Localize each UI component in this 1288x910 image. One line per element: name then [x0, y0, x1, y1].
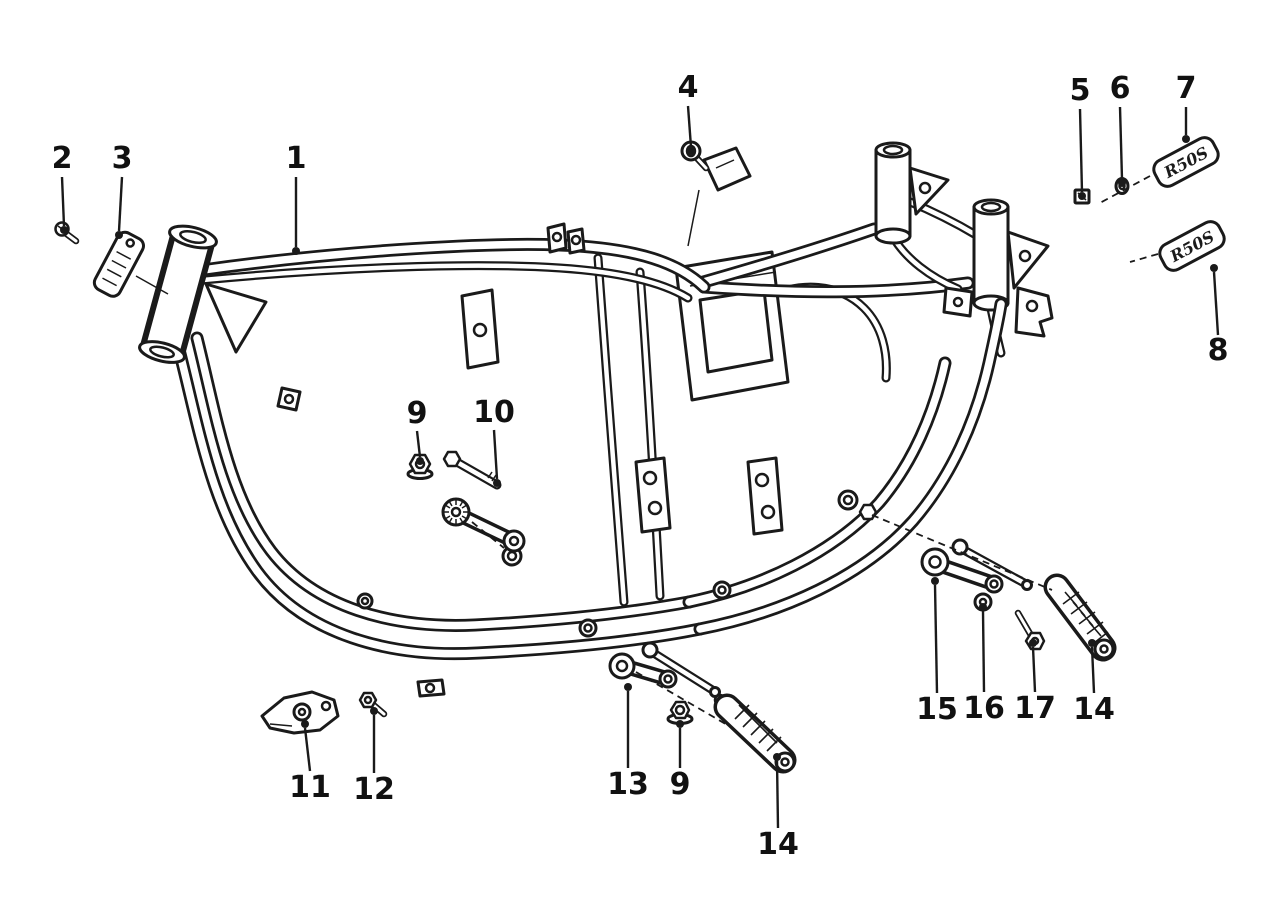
model-badge-upper: R50S	[1152, 136, 1220, 188]
shock-tower-left	[874, 141, 950, 245]
callout-17[interactable]: 17	[1014, 639, 1056, 726]
svg-text:6: 6	[1110, 71, 1131, 106]
callout-14-right[interactable]: 14	[1073, 639, 1115, 727]
svg-text:9: 9	[407, 396, 428, 431]
callout-11[interactable]: 11	[289, 720, 331, 805]
serrated-joint	[441, 497, 526, 553]
callout-9-upper[interactable]: 9	[407, 396, 428, 465]
callout-2[interactable]: 2	[52, 141, 73, 234]
pivot-lever-right	[920, 538, 1033, 594]
svg-text:9: 9	[670, 767, 691, 802]
pivot-lever-bottom	[608, 641, 721, 698]
frame-near-rails	[177, 304, 1001, 654]
footpeg-rubber-bottom	[715, 695, 794, 771]
shock-tower-right	[972, 198, 1050, 312]
svg-text:8: 8	[1208, 333, 1229, 368]
callout-13[interactable]: 13	[607, 683, 649, 802]
svg-text:2: 2	[52, 141, 73, 176]
callout-4[interactable]: 4	[678, 70, 699, 155]
svg-text:5: 5	[1070, 73, 1091, 108]
callout-9-lower[interactable]: 9	[670, 720, 691, 802]
callout-5[interactable]: 5	[1070, 73, 1091, 200]
frame-drawing	[138, 141, 1054, 698]
svg-text:14: 14	[1073, 692, 1115, 727]
svg-text:16: 16	[963, 691, 1005, 726]
hex-bolt-upper	[442, 450, 497, 485]
svg-text:10: 10	[473, 395, 515, 430]
callout-12[interactable]: 12	[353, 707, 395, 807]
callout-7[interactable]: 7	[1176, 71, 1197, 143]
engine-mount-plates	[634, 456, 784, 536]
front-bracket-plate	[460, 288, 500, 370]
svg-text:12: 12	[353, 772, 395, 807]
callout-3[interactable]: 3	[112, 141, 133, 239]
bracket-part-11	[260, 690, 340, 735]
svg-text:11: 11	[289, 770, 331, 805]
callout-6[interactable]: 6	[1110, 71, 1131, 187]
axle-plates	[942, 286, 1054, 338]
callout-14-bottom[interactable]: 14	[757, 753, 799, 862]
svg-text:14: 14	[757, 827, 799, 862]
flange-nut-lower	[666, 700, 694, 725]
top-tubes	[203, 244, 704, 298]
seat-tubes	[598, 258, 660, 602]
callout-10[interactable]: 10	[473, 395, 515, 487]
svg-text:17: 17	[1014, 691, 1056, 726]
clamp-part-4	[680, 140, 752, 247]
callout-1[interactable]: 1	[286, 141, 307, 255]
svg-text:3: 3	[112, 141, 133, 176]
callouts: 1 2 3 4 5 6 7 8	[52, 70, 1229, 862]
steering-head	[138, 222, 268, 366]
svg-text:4: 4	[678, 70, 699, 105]
callout-16[interactable]: 16	[963, 603, 1005, 726]
footpeg-rubber-right	[1049, 578, 1113, 658]
svg-text:15: 15	[916, 692, 958, 727]
callout-15[interactable]: 15	[916, 577, 958, 727]
type-plate-part-3	[92, 230, 146, 298]
frame-tab-left	[276, 386, 302, 412]
hex-bolt-part-12	[358, 691, 384, 714]
callout-8[interactable]: 8	[1208, 264, 1229, 368]
svg-text:7: 7	[1176, 71, 1197, 106]
top-tube-tabs	[546, 222, 586, 255]
frame-lugs	[356, 489, 878, 698]
svg-text:13: 13	[607, 767, 649, 802]
svg-text:1: 1	[286, 141, 307, 176]
